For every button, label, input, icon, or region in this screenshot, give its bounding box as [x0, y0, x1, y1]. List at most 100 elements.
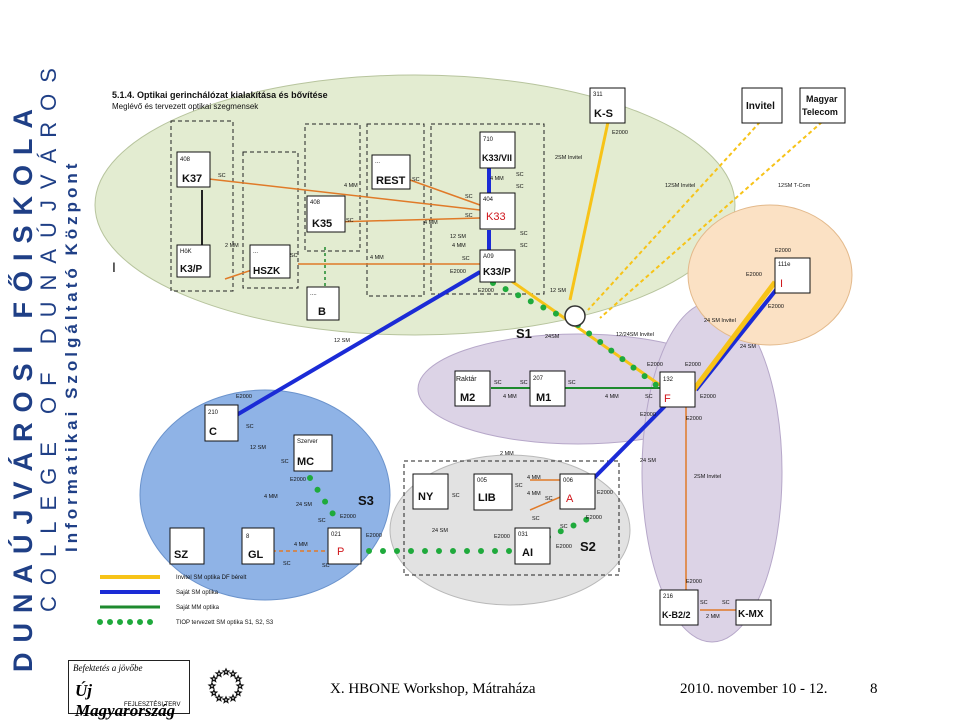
k3p-name: K3/P [180, 264, 203, 275]
link-label: E2000 [450, 269, 466, 275]
link-label: 12 SM [450, 234, 466, 240]
eu-star-icon [209, 688, 219, 697]
sz-name: SZ [174, 549, 188, 561]
k35-num: 408 [310, 200, 321, 206]
legend-label: Invitel SM optika DF bérelt [176, 575, 247, 581]
eu-star-icon [233, 674, 243, 683]
eu-star-icon [228, 693, 238, 703]
node-gl [241, 527, 275, 565]
invitel-name: Invitel [746, 101, 775, 112]
a-num: 006 [563, 478, 574, 484]
telecom-name-2: Telecom [802, 107, 838, 117]
node-i [774, 257, 811, 294]
lib-num: 005 [477, 478, 488, 484]
link-label: SC [516, 184, 524, 190]
link-label: E2000 [768, 304, 784, 310]
link-label: E2000 [746, 272, 762, 278]
node-ks [589, 87, 626, 124]
link-label: SC [722, 600, 730, 606]
link-label: SC [568, 380, 576, 386]
ks-num: 311 [593, 92, 603, 98]
m1-num: 207 [533, 376, 544, 382]
link-label: SC [290, 253, 298, 259]
eu-star-icon [214, 693, 224, 703]
link-label: SC [283, 561, 291, 567]
m1-name: M1 [536, 392, 551, 404]
c-name: C [209, 426, 217, 438]
eu-star-icon [207, 681, 217, 690]
eu-star-icon [228, 669, 238, 678]
link-label: E2000 [290, 477, 306, 483]
node-k33p [479, 249, 516, 283]
link-label: E2000 [640, 412, 656, 418]
kmx-name: K-MX [738, 609, 764, 620]
link-label: 2 MM [225, 243, 239, 249]
eu-star-icon [221, 667, 231, 676]
node-a [559, 473, 596, 510]
hszk-num: ... [253, 249, 258, 255]
eu-star-icon [209, 674, 219, 683]
link-label: SC [452, 493, 460, 499]
section-title: 5.1.4. Optikai gerinchálózat kialakítása… [112, 90, 328, 100]
link-label: 4 MM [527, 491, 541, 497]
k33p-num: A09 [483, 254, 494, 260]
link-label: SC [465, 194, 473, 200]
k33vii-num: 710 [483, 137, 494, 143]
i-name: I [780, 278, 783, 290]
link-label: E2000 [685, 362, 701, 368]
node-k37 [176, 151, 211, 188]
c-num: 210 [208, 410, 219, 416]
eu-star-icon [221, 695, 231, 704]
node-invitel [741, 87, 783, 124]
new-hungary-logo: Befektetés a jövőbe Új Magyarország FEJL… [68, 660, 190, 720]
link-label: 24 SM [640, 458, 656, 464]
link-label: E2000 [236, 394, 252, 400]
link-label: 4 MM [424, 220, 438, 226]
link-label: SC [515, 483, 523, 489]
legend-label: Saját MM optika [176, 605, 220, 611]
link-label: 2 MM [500, 451, 514, 457]
node-sz [169, 527, 205, 565]
k35-name: K35 [312, 218, 332, 230]
b-num: .... [310, 291, 317, 297]
p-name: P [337, 546, 344, 558]
ai-name: AI [522, 547, 533, 559]
logo-tagline: Befektetés a jövőbe [73, 663, 143, 673]
link-label: 24 SM [432, 528, 448, 534]
ai-num: 031 [518, 532, 529, 538]
node-hszk [249, 244, 291, 279]
link-label: SC [532, 516, 540, 522]
region-label: I [112, 259, 116, 275]
node-b [306, 286, 340, 321]
link-label: 4 MM [490, 176, 504, 182]
eu-flag-icon [205, 666, 247, 706]
node-k33 [479, 192, 516, 230]
link-label: 2 MM [706, 614, 720, 620]
link-label: SC [560, 524, 568, 530]
k33-num: 404 [483, 197, 494, 203]
link-label: SC [520, 243, 528, 249]
node-telecom [799, 87, 846, 124]
link-label: SC [322, 563, 330, 569]
eu-star-icon [214, 669, 224, 678]
building-groups [170, 120, 620, 576]
section-subtitle: Meglévő és tervezett optikai szegmensek [112, 102, 259, 111]
node-k35 [306, 195, 346, 233]
f-name: F [664, 393, 671, 405]
link-label: E2000 [700, 394, 716, 400]
link-label: E2000 [686, 579, 702, 585]
eu-star-icon [235, 681, 245, 690]
segment-s3: S3 [358, 493, 374, 508]
node-k33vii [479, 131, 516, 169]
link-label: 24 SM [740, 344, 756, 350]
node-c [204, 404, 239, 442]
mc-name: MC [297, 456, 314, 468]
link-label: 12 SM [334, 338, 350, 344]
link-label: 12 SM [250, 445, 266, 451]
raktar-label: Raktár [456, 376, 477, 383]
f-num: 132 [663, 377, 674, 383]
link-label: 12/24SM Invitel [616, 332, 654, 338]
node-m2 [454, 370, 491, 407]
rest-name: REST [376, 175, 406, 187]
segment-s1: S1 [516, 326, 532, 341]
